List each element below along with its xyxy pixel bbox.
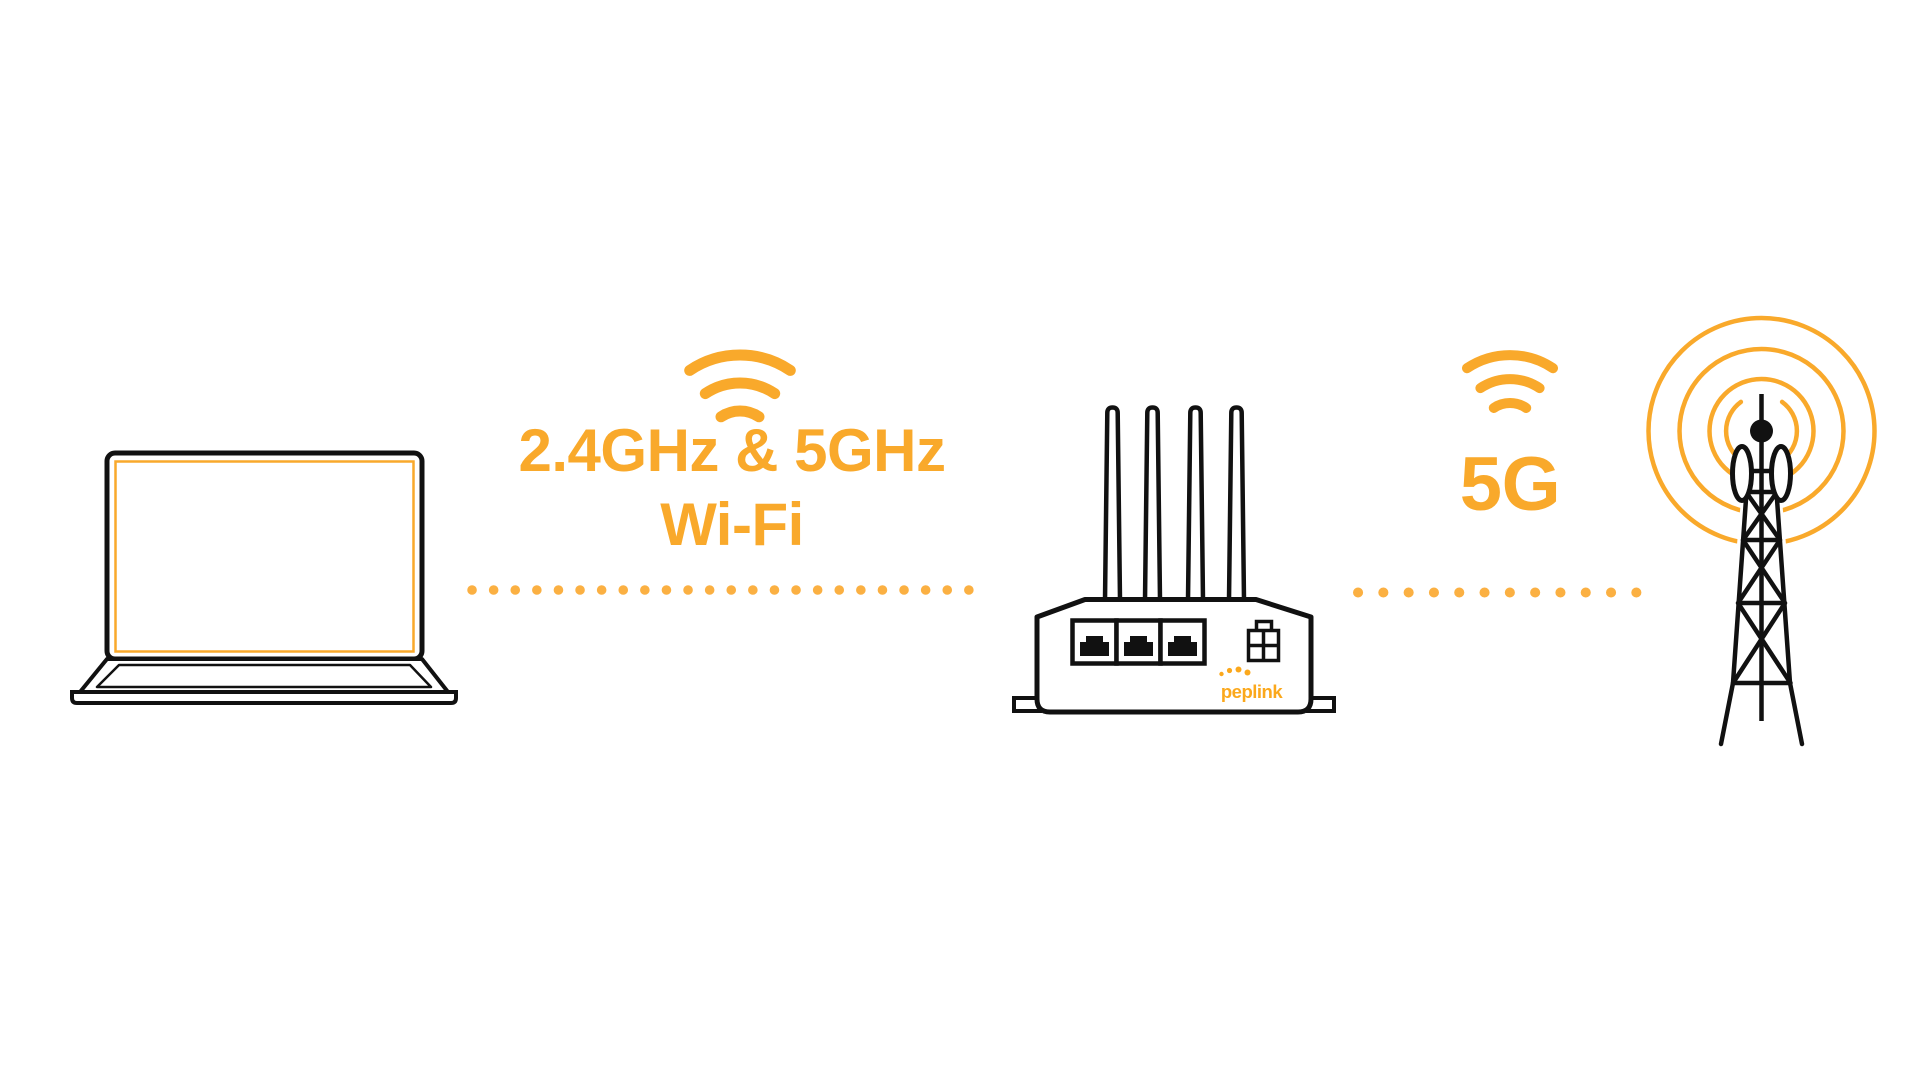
router-ethernet-ports [1070,618,1207,666]
wifi-text: Wi-Fi [660,491,804,558]
peplink-logo-text: peplink [1220,681,1283,702]
tower-mast [1718,394,1805,747]
wifi-link-label: 2.4GHz & 5GHz Wi-Fi [432,414,1032,562]
wifi-band-text: 2.4GHz & 5GHz [518,417,946,484]
router-power-connector [1246,619,1281,663]
laptop-screen-bezel [104,450,425,662]
cellular-link-label: 5G [1459,442,1561,527]
wifi-icon [1462,350,1558,413]
laptop-keyboard-inner [95,663,433,689]
tower-antenna-panel-right [1769,444,1793,503]
tower-antenna-panel-left [1730,444,1754,503]
tower-beacon [1750,419,1773,443]
laptop-screen [114,460,415,653]
router-illustration [1012,405,1336,715]
laptop-illustration [70,450,458,705]
laptop-base-bar [70,690,458,705]
router-antennas [1102,405,1247,603]
cell-tower-illustration [1646,315,1877,752]
wifi-icon [684,349,796,423]
peplink-logo-dots [1219,666,1251,677]
